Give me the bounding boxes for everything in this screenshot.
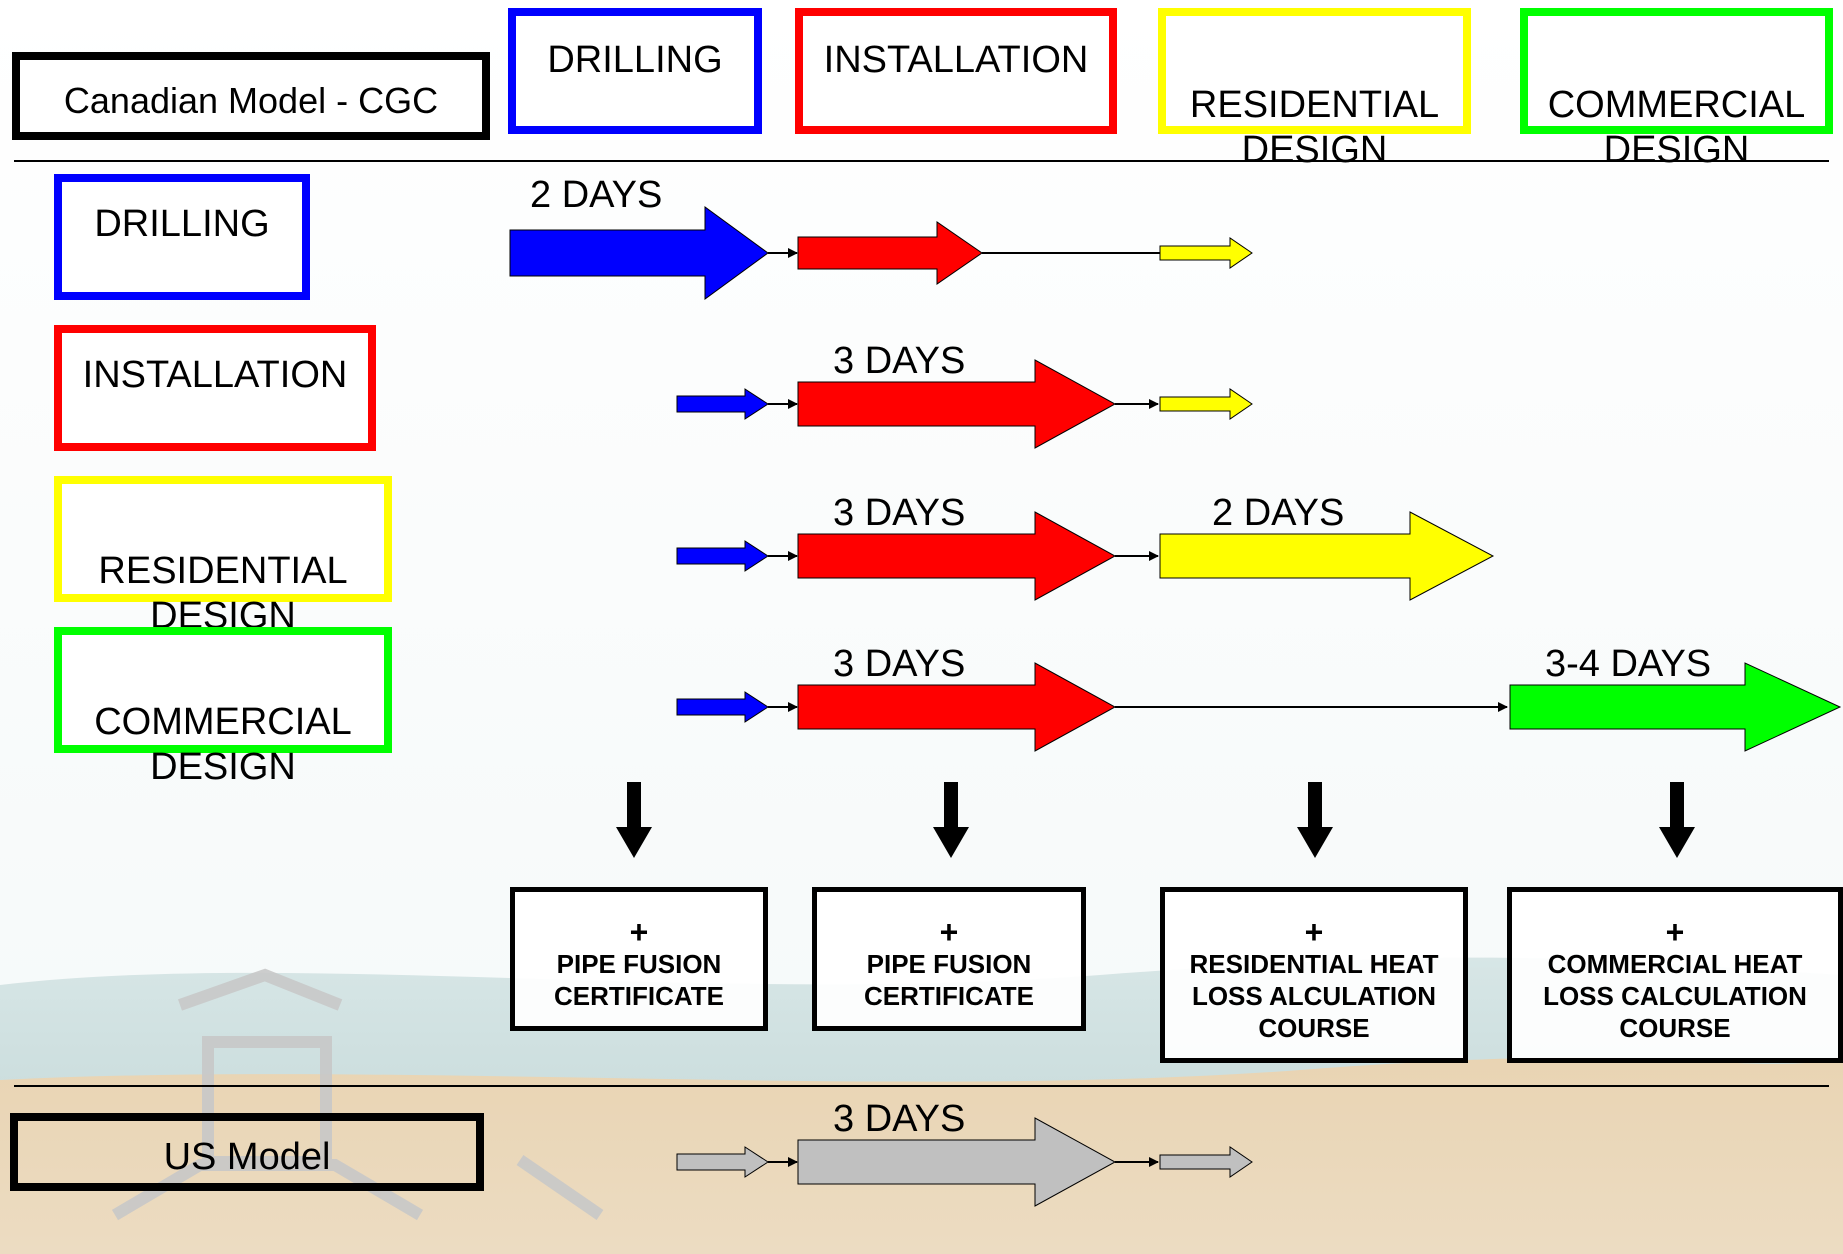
certificate-text: PIPE FUSION CERTIFICATE: [554, 949, 724, 1011]
certificate-box-4: + COMMERCIAL HEAT LOSS CALCULATION COURS…: [1507, 887, 1843, 1063]
header-column-commercial-design: COMMERCIAL DESIGN: [1520, 8, 1833, 171]
arrow-installation-3days: [797, 511, 1117, 601]
duration-residential-installation: 3 DAYS: [833, 492, 966, 534]
duration-commercial-installation: 3 DAYS: [833, 643, 966, 685]
plus-sign: +: [1304, 914, 1324, 950]
row-label-installation-text: INSTALLATION: [82, 354, 348, 396]
down-arrow-2: [933, 782, 969, 858]
plus-sign: +: [629, 914, 649, 950]
arrow-drilling-small: [676, 388, 769, 420]
us-model-text: US Model: [163, 1136, 331, 1178]
header-column-drilling-label: DRILLING: [547, 39, 723, 81]
certificate-box-2: + PIPE FUSION CERTIFICATE: [812, 887, 1086, 1031]
arrow-installation-3days: [797, 359, 1117, 449]
header-column-residential-design: RESIDENTIAL DESIGN: [1158, 8, 1471, 171]
canadian-model-label: Canadian Model - CGC: [12, 52, 490, 140]
header-column-drilling: DRILLING: [508, 8, 762, 134]
row-label-commercial-design: COMMERCIAL DESIGN: [54, 627, 392, 788]
arrow-drilling-small: [676, 691, 769, 723]
arrow-residential-small: [1159, 388, 1253, 420]
header-column-installation-label: INSTALLATION: [823, 39, 1089, 81]
row-label-commercial-design-text: COMMERCIAL DESIGN: [94, 700, 352, 788]
row-label-installation: INSTALLATION: [54, 325, 376, 451]
row-label-drilling-text: DRILLING: [94, 203, 270, 245]
duration-us-model: 3 DAYS: [833, 1098, 966, 1140]
arrow-installation-small: [797, 221, 983, 285]
header-column-installation: INSTALLATION: [795, 8, 1117, 134]
header-column-commercial-design-label: COMMERCIAL DESIGN: [1547, 83, 1806, 171]
row-label-residential-design: RESIDENTIAL DESIGN: [54, 476, 392, 637]
us-model-label: US Model: [10, 1113, 484, 1191]
certificate-text: PIPE FUSION CERTIFICATE: [864, 949, 1034, 1011]
arrow-drilling-small: [676, 540, 769, 572]
duration-residential-design: 2 DAYS: [1212, 492, 1345, 534]
row-label-residential-design-text: RESIDENTIAL DESIGN: [98, 549, 348, 637]
arrow-residential-small: [1159, 237, 1253, 269]
arrow-us-small-left: [676, 1146, 769, 1178]
certificate-box-1: + PIPE FUSION CERTIFICATE: [510, 887, 768, 1031]
plus-sign: +: [1665, 914, 1685, 950]
certificate-text: RESIDENTIAL HEAT LOSS ALCULATION COURSE: [1189, 949, 1439, 1043]
down-arrow-1: [616, 782, 652, 858]
arrow-us-3days: [797, 1117, 1117, 1207]
arrow-us-small-right: [1159, 1146, 1253, 1178]
header-column-residential-design-label: RESIDENTIAL DESIGN: [1189, 83, 1440, 171]
arrow-installation-3days: [797, 662, 1117, 752]
header-separator: [14, 160, 1829, 162]
plus-sign: +: [939, 914, 959, 950]
certificate-box-3: + RESIDENTIAL HEAT LOSS ALCULATION COURS…: [1160, 887, 1468, 1063]
arrow-commercial-3-4days: [1509, 662, 1842, 752]
arrow-drilling-2days: [509, 206, 769, 300]
duration-installation: 3 DAYS: [833, 340, 966, 382]
canadian-model-text: Canadian Model - CGC: [63, 80, 439, 121]
us-model-separator: [14, 1085, 1829, 1087]
down-arrow-3: [1297, 782, 1333, 858]
duration-commercial-design: 3-4 DAYS: [1545, 643, 1712, 685]
down-arrow-4: [1659, 782, 1695, 858]
row-label-drilling: DRILLING: [54, 174, 310, 300]
duration-drilling: 2 DAYS: [530, 174, 663, 216]
arrow-residential-2days: [1159, 511, 1495, 601]
certificate-text: COMMERCIAL HEAT LOSS CALCULATION COURSE: [1543, 949, 1807, 1043]
